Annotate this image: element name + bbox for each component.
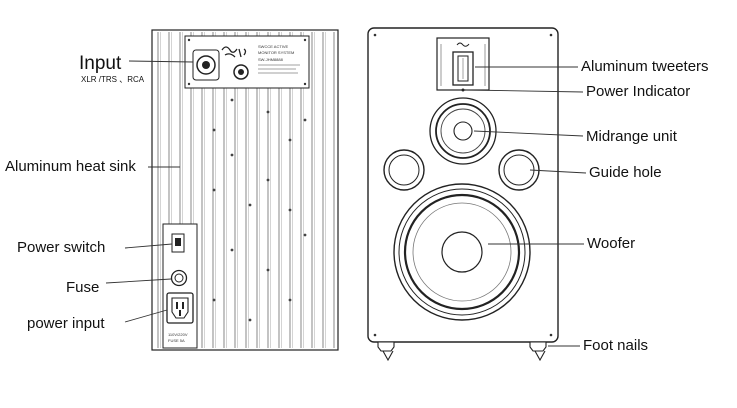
label-guide-hole: Guide hole	[589, 164, 662, 181]
label-power-input: power input	[27, 315, 105, 332]
label-power-indicator: Power Indicator	[586, 83, 690, 100]
brand-line2: MONITOR SYSTEM	[258, 50, 294, 55]
voltage-line2: FUSE 5A	[168, 338, 185, 343]
label-midrange: Midrange unit	[586, 128, 678, 145]
cabinet-corner-screw	[373, 333, 377, 337]
plate-screw	[187, 38, 191, 42]
heat-sink-screw	[212, 128, 216, 132]
label-tweeters: Aluminum tweeters	[581, 58, 709, 75]
foot-nail-left	[377, 341, 395, 362]
heat-sink-screw	[212, 188, 216, 192]
label-foot-nails: Foot nails	[583, 337, 648, 354]
brand-logo	[221, 46, 247, 58]
power-indicator-led	[461, 88, 465, 92]
label-heat-sink: Aluminum heat sink	[5, 158, 136, 175]
label-woofer: Woofer	[587, 235, 635, 252]
front-cabinet	[367, 27, 559, 362]
fuse-cap	[174, 273, 184, 283]
heat-sink-screw	[266, 268, 270, 272]
heat-sink-screw	[230, 248, 234, 252]
guide-hole-right-inner	[503, 154, 535, 186]
heat-sink-screw	[212, 298, 216, 302]
heat-sink-screw	[288, 298, 292, 302]
trs-socket	[202, 61, 210, 69]
heat-sink-screw	[230, 98, 234, 102]
power-switch-rocker	[175, 238, 181, 246]
model-number: SW-JHM8888	[258, 57, 284, 62]
cabinet-corner-screw	[549, 333, 553, 337]
label-input-sub: XLR /TRS 、RCA	[81, 75, 145, 84]
foot-nail-right	[529, 341, 547, 362]
label-power-switch: Power switch	[17, 239, 105, 256]
voltage-line1: 110V/220V	[168, 332, 188, 337]
plate-screw	[303, 82, 307, 86]
woofer-dustcap	[441, 231, 483, 273]
label-input: Input	[79, 53, 122, 74]
heat-sink-screw	[248, 203, 252, 207]
guide-hole-left-inner	[388, 154, 420, 186]
heat-sink-screw	[288, 208, 292, 212]
label-fuse: Fuse	[66, 279, 99, 296]
heat-sink-screw	[266, 178, 270, 182]
midrange-dustcap	[453, 121, 473, 141]
heat-sink-screw	[230, 153, 234, 157]
rear-panel: SWCCE ACTIVE MONITOR SYSTEM SW-JHM8888 1…	[151, 29, 339, 351]
plate-screw	[303, 38, 307, 42]
heat-sink-screw	[288, 138, 292, 142]
heat-sink-screw	[266, 110, 270, 114]
cabinet-corner-screw	[373, 33, 377, 37]
heat-sink-screw	[303, 118, 307, 122]
heat-sink-screw	[303, 233, 307, 237]
brand-line1: SWCCE ACTIVE	[258, 44, 289, 49]
tweeter-logo	[456, 42, 470, 47]
heat-sink-screw	[248, 318, 252, 322]
rca-jack-center	[238, 69, 244, 75]
plate-screw	[187, 82, 191, 86]
cabinet-corner-screw	[549, 33, 553, 37]
